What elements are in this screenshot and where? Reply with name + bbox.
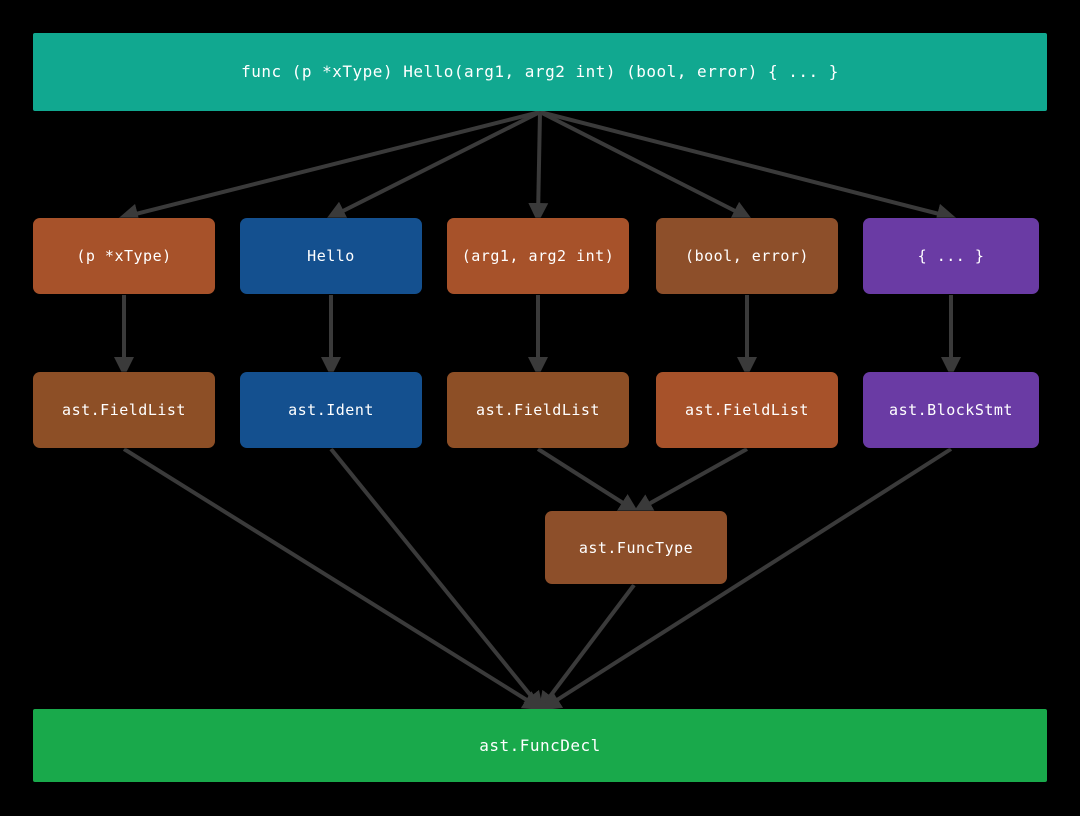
node-funcdecl-node[interactable]: ast.FuncDecl (33, 709, 1047, 782)
node-label-block-node: ast.BlockStmt (889, 401, 1013, 419)
edge-ident-node-to-funcdecl-node (329, 447, 544, 712)
node-label-funcdecl-node: ast.FuncDecl (479, 735, 601, 755)
node-name-src[interactable]: Hello (240, 218, 422, 294)
node-results-node[interactable]: ast.FieldList (656, 372, 838, 448)
node-label-body-src: { ... } (917, 247, 985, 265)
edge-signature-to-recv-src (118, 110, 541, 224)
node-ident-node[interactable]: ast.Ident (240, 372, 422, 448)
node-label-results-node: ast.FieldList (685, 401, 809, 419)
node-signature[interactable]: func (p *xType) Hello(arg1, arg2 int) (b… (33, 33, 1047, 111)
node-label-recv-node: ast.FieldList (62, 401, 186, 419)
node-label-functype-node: ast.FuncType (578, 538, 694, 557)
node-recv-node[interactable]: ast.FieldList (33, 372, 215, 448)
node-label-ident-node: ast.Ident (288, 401, 374, 419)
node-recv-src[interactable]: (p *xType) (33, 218, 215, 294)
edge-params-node-to-functype-node (536, 447, 640, 514)
node-label-signature: func (p *xType) Hello(arg1, arg2 int) (b… (241, 62, 839, 82)
edge-signature-to-results-src (539, 110, 753, 220)
edge-recv-node-to-funcdecl-node (122, 447, 544, 711)
node-label-results-src: (bool, error) (685, 247, 809, 265)
node-label-params-node: ast.FieldList (476, 401, 600, 419)
edge-signature-to-name-src (325, 110, 541, 220)
node-results-src[interactable]: (bool, error) (656, 218, 838, 294)
node-label-params-src: (arg1, arg2 int) (461, 247, 615, 265)
node-block-node[interactable]: ast.BlockStmt (863, 372, 1039, 448)
edge-signature-to-body-src (539, 110, 957, 224)
edge-functype-node-to-funcdecl-node (538, 583, 636, 712)
node-functype-node[interactable]: ast.FuncType (545, 511, 727, 584)
node-params-node[interactable]: ast.FieldList (447, 372, 629, 448)
edge-signature-to-params-src (528, 111, 549, 223)
node-body-src[interactable]: { ... } (863, 218, 1039, 294)
node-params-src[interactable]: (arg1, arg2 int) (447, 218, 629, 294)
node-label-recv-src: (p *xType) (76, 247, 172, 265)
edge-results-node-to-functype-node (632, 447, 748, 513)
node-label-name-src: Hello (307, 247, 355, 265)
